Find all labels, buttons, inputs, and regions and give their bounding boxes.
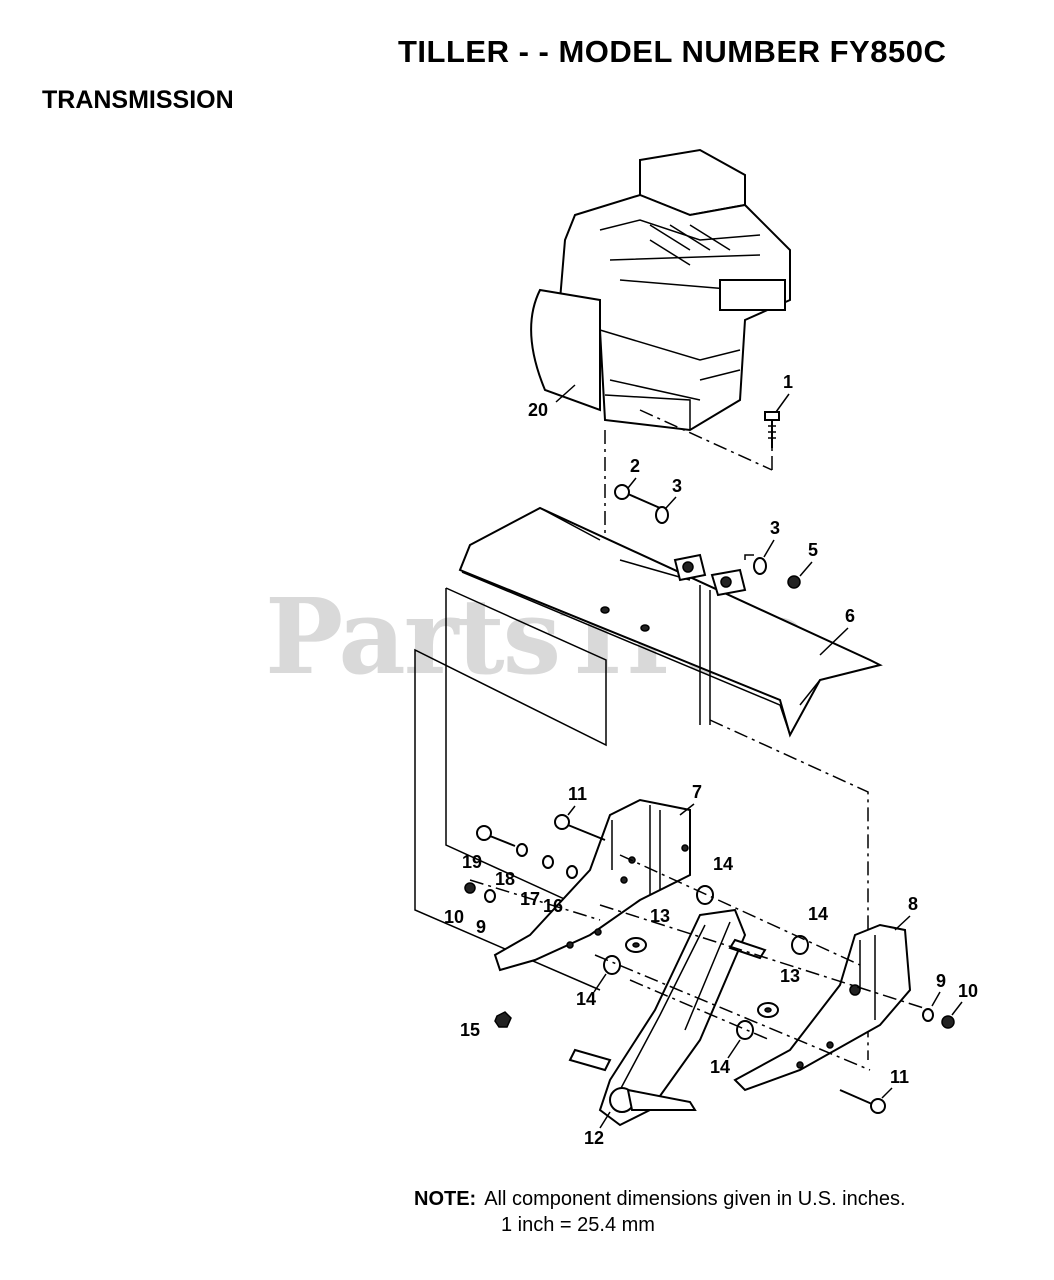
page-title: TILLER - - MODEL NUMBER FY850C [398, 34, 947, 69]
bolt-part-1 [764, 411, 780, 448]
callout-11-top: 11 [568, 784, 587, 804]
note-label: NOTE: [414, 1188, 477, 1210]
section-heading: TRANSMISSION [42, 86, 234, 114]
bolt-part-11b [839, 1089, 886, 1114]
washer-part-9a [484, 889, 496, 903]
washer-part-18 [516, 843, 528, 857]
bolt-part-19 [476, 825, 516, 847]
callout-8: 8 [908, 894, 918, 914]
shield-hinge-brackets [673, 553, 747, 597]
callout-10-left: 10 [444, 907, 464, 927]
callout-17: 17 [520, 889, 540, 909]
note-line-1: All component dimensions given in U.S. i… [484, 1188, 906, 1210]
nut-part-10a [464, 882, 476, 894]
note-line-2: 1 inch = 25.4 mm [501, 1214, 655, 1236]
engine-part-20 [530, 148, 791, 432]
bolt-part-11a [554, 814, 606, 841]
callout-10-right: 10 [958, 981, 978, 1001]
washer-part-3b [753, 557, 767, 575]
callout-1: 1 [783, 372, 793, 392]
nut-part-15 [494, 1011, 512, 1028]
callout-3-right: 3 [770, 518, 780, 538]
bushing-part-14b [791, 935, 809, 955]
bolt-part-2 [614, 484, 661, 509]
callout-16: 16 [543, 896, 563, 916]
callout-14-left: 14 [576, 989, 596, 1009]
callout-3-upper: 3 [672, 476, 682, 496]
nut-part-10b [941, 1015, 955, 1029]
dimension-note: NOTE: All component dimensions given in U… [414, 1186, 906, 1238]
callout-7: 7 [692, 782, 702, 802]
callout-14-top: 14 [713, 854, 733, 874]
callout-13-right: 13 [780, 966, 800, 986]
callout-2: 2 [630, 456, 640, 476]
callout-9-left: 9 [476, 917, 486, 937]
bushing-part-14d [736, 1020, 754, 1040]
callout-13-left: 13 [650, 906, 670, 926]
callout-20: 20 [528, 400, 548, 420]
tine-plate-part-7 [493, 798, 691, 972]
callout-19: 19 [462, 852, 482, 872]
callout-12: 12 [584, 1128, 604, 1148]
bushing-part-14a [696, 885, 714, 905]
washer-part-16 [566, 865, 578, 879]
washer-part-9b [922, 1008, 934, 1022]
callout-5: 5 [808, 540, 818, 560]
nut-part-5 [787, 575, 801, 589]
callout-6: 6 [845, 606, 855, 626]
chain-case-part-12 [568, 908, 767, 1127]
callout-14-right: 14 [808, 904, 828, 924]
washer-part-3 [655, 506, 669, 524]
callout-15: 15 [460, 1020, 480, 1040]
callout-9-right: 9 [936, 971, 946, 991]
tine-shield-part-6 [458, 506, 883, 738]
callout-14-bottom: 14 [710, 1057, 730, 1077]
bushing-part-14c [603, 955, 621, 975]
callout-18: 18 [495, 869, 515, 889]
washer-part-17 [542, 855, 554, 869]
callout-11-bottom: 11 [890, 1067, 909, 1087]
